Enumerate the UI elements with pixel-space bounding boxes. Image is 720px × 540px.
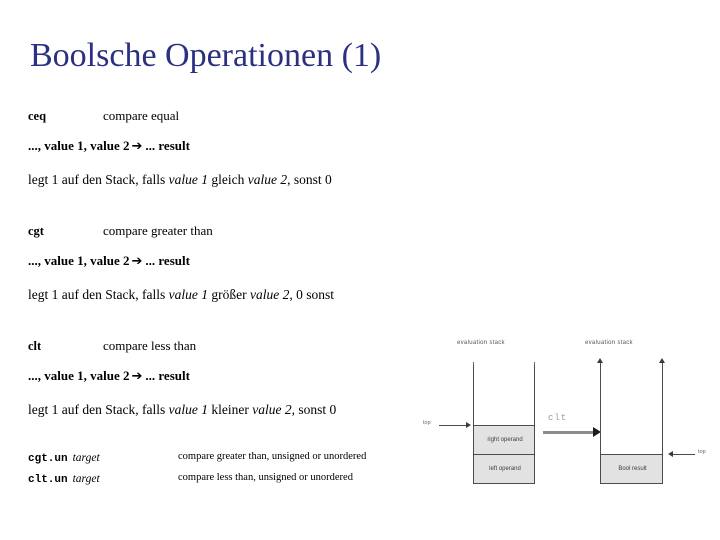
unsigned-operation: clt.un target bbox=[28, 467, 178, 491]
semantics-operand-1: value 1 bbox=[168, 287, 208, 302]
operation-block-ceq: ceq compare equal ..., value 1, value 2➔.… bbox=[28, 106, 458, 190]
arrow-right-icon: ➔ bbox=[131, 369, 143, 384]
stack-after: ... result bbox=[145, 138, 190, 153]
semantics-operand-1: value 1 bbox=[168, 402, 208, 417]
left-stack-wall-left bbox=[473, 365, 474, 483]
right-top-pointer-label: top bbox=[698, 449, 706, 455]
semantics-prefix: legt 1 auf den Stack, falls bbox=[28, 172, 169, 187]
semantics-operand-1: value 1 bbox=[168, 172, 208, 187]
unsigned-operation: cgt.un target bbox=[28, 446, 178, 470]
semantics-operand-2: value 2 bbox=[249, 287, 290, 302]
operation-mnemonic: ceq bbox=[28, 109, 47, 123]
operation-stack-transition: ..., value 1, value 2➔... result bbox=[28, 136, 458, 157]
stack-transition-diagram: evaluation stack right operand left oper… bbox=[415, 336, 717, 496]
right-top-pointer-arrow-icon bbox=[668, 451, 673, 457]
operation-stack-transition: ..., value 1, value 2➔... result bbox=[28, 366, 458, 387]
stack-after: ... result bbox=[145, 253, 190, 268]
cell-label: right operand bbox=[487, 437, 523, 443]
stack-before: ..., value 1, value 2 bbox=[28, 253, 130, 268]
operation-block-cgt: cgt compare greater than ..., value 1, va… bbox=[28, 221, 458, 305]
left-stack-caption: evaluation stack bbox=[457, 340, 505, 346]
left-stack-tick-right bbox=[534, 362, 535, 365]
right-stack-arrow-right-icon bbox=[659, 358, 665, 363]
arrow-right-icon: ➔ bbox=[131, 139, 143, 154]
list-item: cgt.un target compare greater than, unsign… bbox=[28, 446, 468, 467]
unsigned-mnemonic: cgt.un bbox=[28, 453, 68, 465]
cell-label: Bool result bbox=[618, 466, 647, 472]
left-top-pointer-label: top bbox=[423, 420, 431, 426]
unsigned-variants-list: cgt.un target compare greater than, unsign… bbox=[28, 446, 468, 488]
right-stack-cell-bool-result: Bool result bbox=[600, 454, 663, 484]
operation-header: clt compare less than bbox=[28, 336, 458, 356]
operation-description: compare greater than bbox=[103, 223, 213, 238]
operation-semantics: legt 1 auf den Stack, falls value 1 klei… bbox=[28, 400, 458, 420]
left-stack-cell-left-operand: left operand bbox=[473, 454, 535, 484]
arrow-right-icon: ➔ bbox=[131, 254, 143, 269]
stack-before: ..., value 1, value 2 bbox=[28, 368, 130, 383]
transition-arrow-head-icon bbox=[593, 427, 601, 437]
semantics-suffix: , 0 sonst bbox=[289, 287, 334, 302]
semantics-prefix: legt 1 auf den Stack, falls bbox=[28, 402, 169, 417]
operation-description: compare equal bbox=[103, 108, 180, 123]
semantics-middle: kleiner bbox=[207, 402, 253, 417]
right-stack-caption: evaluation stack bbox=[585, 340, 633, 346]
right-stack-arrow-left-icon bbox=[597, 358, 603, 363]
semantics-middle: gleich bbox=[207, 172, 248, 187]
operation-header: cgt compare greater than bbox=[28, 221, 458, 241]
operation-mnemonic: cgt bbox=[28, 224, 44, 238]
semantics-operand-2: value 2 bbox=[252, 402, 292, 417]
transition-operation-label: clt bbox=[548, 413, 568, 423]
operation-description: compare less than bbox=[103, 338, 197, 353]
list-item: clt.un target compare less than, unsigned … bbox=[28, 467, 468, 488]
semantics-suffix: , sonst 0 bbox=[287, 172, 332, 187]
left-stack-cell-right-operand: right operand bbox=[473, 425, 535, 455]
left-stack-wall-right bbox=[534, 365, 535, 483]
right-top-pointer-line bbox=[673, 454, 695, 455]
operation-semantics: legt 1 auf den Stack, falls value 1 größ… bbox=[28, 285, 458, 305]
right-stack-wall-left bbox=[600, 363, 601, 483]
unsigned-operand: target bbox=[72, 473, 100, 485]
operation-stack-transition: ..., value 1, value 2➔... result bbox=[28, 251, 458, 272]
transition-arrow-shaft bbox=[543, 431, 594, 434]
operation-mnemonic: clt bbox=[28, 339, 42, 353]
stack-after: ... result bbox=[145, 368, 190, 383]
left-top-pointer-arrow-icon bbox=[466, 422, 471, 428]
operation-block-clt: clt compare less than ..., value 1, value… bbox=[28, 336, 458, 420]
left-stack-tick-left bbox=[473, 362, 474, 365]
stack-before: ..., value 1, value 2 bbox=[28, 138, 130, 153]
operation-header: ceq compare equal bbox=[28, 106, 458, 126]
semantics-operand-2: value 2 bbox=[247, 172, 288, 187]
unsigned-mnemonic: clt.un bbox=[28, 474, 68, 486]
operation-semantics: legt 1 auf den Stack, falls value 1 glei… bbox=[28, 170, 458, 190]
cell-label: left operand bbox=[489, 466, 521, 472]
left-top-pointer-line bbox=[439, 425, 467, 426]
unsigned-operand: target bbox=[72, 452, 100, 464]
semantics-prefix: legt 1 auf den Stack, falls bbox=[28, 287, 169, 302]
unsigned-description: compare less than, unsigned or unordered bbox=[178, 472, 353, 483]
right-stack-wall-right bbox=[662, 363, 663, 483]
semantics-middle: größer bbox=[207, 287, 250, 302]
page-title: Boolsche Operationen (1) bbox=[30, 37, 382, 74]
semantics-suffix: , sonst 0 bbox=[291, 402, 337, 417]
unsigned-description: compare greater than, unsigned or unorde… bbox=[178, 451, 367, 462]
